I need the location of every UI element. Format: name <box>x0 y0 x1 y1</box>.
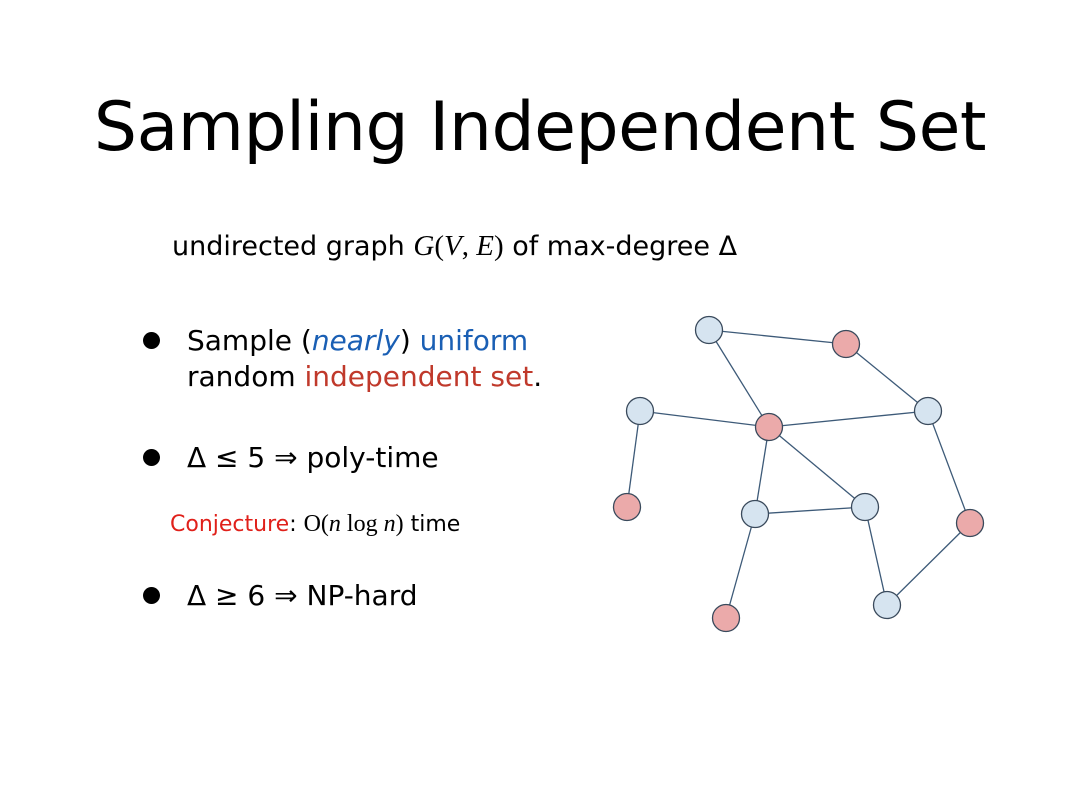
edge-g-h <box>754 506 866 515</box>
bullet-sample: Sample (nearly) uniform random independe… <box>143 323 542 395</box>
edge-c-f <box>626 410 641 508</box>
var-n: n <box>383 511 396 537</box>
node-j-in-set <box>711 603 741 633</box>
slide-title: Sampling Independent Set <box>93 88 987 167</box>
bullet-dot <box>143 449 160 466</box>
var-n: n <box>328 511 341 537</box>
conjecture: Conjecture: O(n log n) time <box>170 508 460 541</box>
node-h-not-in-set <box>850 492 880 522</box>
edge-d-g <box>754 426 770 515</box>
node-i-in-set <box>955 508 985 538</box>
node-e-not-in-set <box>913 396 943 426</box>
subtitle: undirected graph G(V, E) of max-degree Δ <box>172 226 737 267</box>
text-uniform: uniform <box>419 324 529 357</box>
edge-d-h <box>768 426 866 508</box>
graph-G: G <box>413 230 435 262</box>
node-d-in-set <box>754 412 784 442</box>
edge-c-d <box>639 410 770 428</box>
paren-open: ( <box>434 230 444 262</box>
edge-e-i <box>927 410 971 524</box>
node-g-not-in-set <box>740 499 770 529</box>
log: log <box>340 511 384 537</box>
node-c-not-in-set <box>625 396 655 426</box>
text-sample: Sample ( <box>187 324 312 357</box>
subtitle-prefix: undirected graph <box>172 231 414 262</box>
paren-close: ) <box>493 230 504 262</box>
subtitle-suffix: of max-degree Δ <box>503 231 738 262</box>
bullet-polytime-text: Δ ≤ 5 ⇒ poly-time <box>187 441 439 474</box>
text-period: . <box>533 360 543 393</box>
edge-h-k <box>864 506 888 606</box>
text-nearly: nearly <box>311 324 400 357</box>
bullet-nphard-text: Δ ≥ 6 ⇒ NP-hard <box>187 579 418 612</box>
text-independent-set: independent set <box>304 360 534 393</box>
bullet-dot <box>143 332 160 349</box>
edge-a-b <box>708 329 847 345</box>
node-f-in-set <box>612 492 642 522</box>
bullet-dot <box>143 587 160 604</box>
node-a-not-in-set <box>694 315 724 345</box>
bullet-sample-line1: Sample (nearly) uniform <box>187 323 542 359</box>
comma: , <box>461 230 477 262</box>
bullet-nphard: Δ ≥ 6 ⇒ NP-hard <box>143 578 418 614</box>
vertex-set-V: V <box>444 230 462 262</box>
runtime-expression: O(n log n) <box>304 511 404 537</box>
conjecture-colon: : <box>289 512 304 537</box>
text-paren: ) <box>399 324 420 357</box>
big-o: O( <box>303 511 329 537</box>
conjecture-time: time <box>403 512 461 537</box>
bullet-polytime: Δ ≤ 5 ⇒ poly-time <box>143 440 439 476</box>
edge-a-d <box>708 329 770 428</box>
conjecture-label: Conjecture <box>170 512 290 537</box>
edge-g-j <box>725 513 756 619</box>
graph-edges <box>626 329 971 619</box>
edge-b-e <box>845 343 929 412</box>
edge-set-E: E <box>476 230 494 262</box>
paren-close: ) <box>395 511 404 537</box>
bullet-sample-line2: random independent set. <box>187 359 542 395</box>
node-b-in-set <box>831 329 861 359</box>
edge-d-e <box>768 410 929 428</box>
graph-notation: G(V, E) <box>413 230 503 262</box>
graph-nodes <box>612 315 985 633</box>
edge-i-k <box>886 522 971 606</box>
node-k-not-in-set <box>872 590 902 620</box>
text-random: random <box>187 360 305 393</box>
